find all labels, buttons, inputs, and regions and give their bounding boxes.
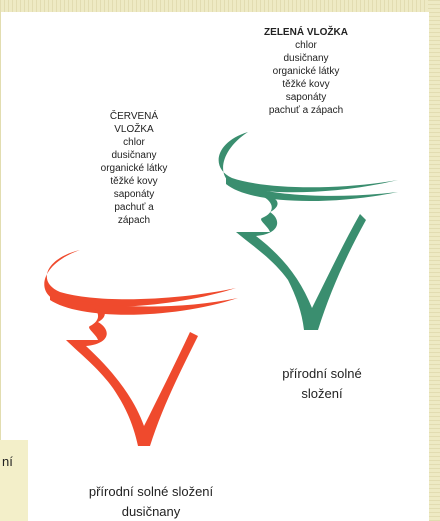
red-caption-line1: přírodní solné složení (88, 484, 214, 499)
red-insert-title-line1: ČERVENÁ (109, 111, 159, 122)
red-caption-line2: dusičnany (121, 504, 181, 519)
green-insert-caption: přírodní solné složení (262, 364, 382, 404)
red-insert-shape (44, 250, 238, 446)
red-item-7: zápach (117, 215, 151, 226)
green-item-5: saponáty (285, 92, 327, 103)
red-insert-label: ČERVENÁ VLOŽKA chlor dusičnany organické… (84, 110, 184, 227)
red-item-4: těžké kovy (110, 176, 158, 187)
green-insert-title: ZELENÁ VLOŽKA (264, 27, 348, 38)
red-item-2: dusičnany (111, 150, 157, 161)
green-item-3: organické látky (272, 66, 340, 77)
green-caption-line1: přírodní solné (282, 366, 362, 381)
cut-off-text: ní (2, 454, 13, 469)
green-insert-swoosh-lower (226, 178, 398, 202)
frame-top-border (0, 0, 440, 12)
frame-right-border (428, 0, 440, 521)
red-insert-title-line2: VLOŽKA (114, 124, 154, 135)
green-insert-label: ZELENÁ VLOŽKA chlor dusičnany organické … (246, 26, 366, 117)
green-insert-swoosh-upper (218, 132, 398, 193)
red-insert-swoosh-upper (44, 250, 236, 307)
red-item-1: chlor (123, 137, 145, 148)
green-caption-line2: složení (301, 386, 343, 401)
red-item-5: saponáty (113, 189, 155, 200)
green-insert-v (236, 196, 366, 330)
red-insert-caption: přírodní solné složení dusičnany (56, 482, 246, 521)
diagram-card (0, 12, 429, 521)
green-item-6: pachuť a zápach (268, 105, 344, 116)
green-item-2: dusičnany (283, 53, 329, 64)
green-insert-shape (218, 132, 398, 330)
left-frame-strip (0, 440, 28, 521)
green-item-1: chlor (295, 40, 317, 51)
red-item-3: organické látky (100, 163, 168, 174)
red-insert-v (66, 304, 198, 446)
green-item-4: těžké kovy (282, 79, 330, 90)
red-item-6: pachuť a (114, 202, 154, 213)
